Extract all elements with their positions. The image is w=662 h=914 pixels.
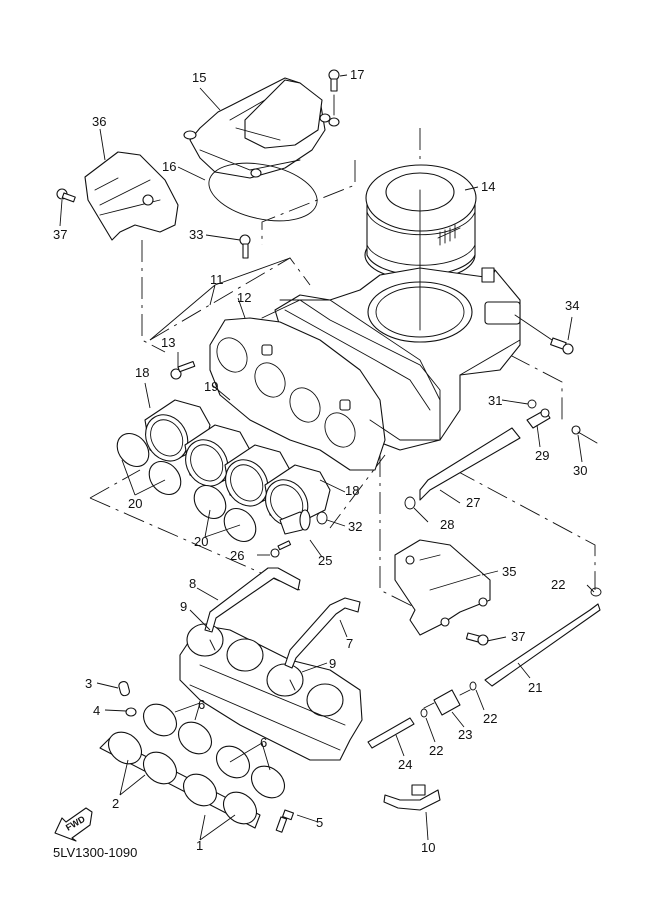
forward-direction-arrow: FWD <box>54 807 93 842</box>
hose-8[interactable] <box>204 567 301 633</box>
callout-13[interactable]: 13 <box>161 335 175 350</box>
callout-28[interactable]: 28 <box>440 517 454 532</box>
air-filter-case-cover[interactable] <box>183 77 331 179</box>
assembly-line-rivet <box>509 354 563 420</box>
bolt-34[interactable] <box>514 314 574 355</box>
bolt-5[interactable] <box>275 809 295 833</box>
callout-32[interactable]: 32 <box>348 519 362 534</box>
joint-plate[interactable] <box>209 317 386 471</box>
o-ring-32[interactable] <box>316 511 328 525</box>
callout-17[interactable]: 17 <box>350 67 364 82</box>
drain-fitting-29[interactable] <box>526 408 551 429</box>
leader-lines <box>59 74 595 841</box>
callout-19[interactable]: 19 <box>204 379 218 394</box>
callout-22-right[interactable]: 22 <box>483 711 497 726</box>
cover-screw[interactable] <box>328 69 340 127</box>
clip-4[interactable] <box>125 707 137 717</box>
hose-joint-10[interactable] <box>383 784 441 811</box>
hose-clamps-6[interactable] <box>137 698 291 805</box>
callout-5[interactable]: 5 <box>316 815 323 830</box>
callout-18-bottom[interactable]: 18 <box>345 483 359 498</box>
callout-29[interactable]: 29 <box>535 448 549 463</box>
callout-3[interactable]: 3 <box>85 676 92 691</box>
callout-6-right[interactable]: 6 <box>260 735 267 750</box>
hose-7[interactable] <box>284 597 361 669</box>
screw-13[interactable] <box>170 360 196 380</box>
callout-6-left[interactable]: 6 <box>198 697 205 712</box>
bolt-37-left[interactable] <box>56 188 76 203</box>
callout-20-top[interactable]: 20 <box>128 496 142 511</box>
callout-9-right[interactable]: 9 <box>329 656 336 671</box>
hose-21[interactable] <box>484 603 601 687</box>
callout-31[interactable]: 31 <box>488 393 502 408</box>
callout-21[interactable]: 21 <box>528 680 542 695</box>
clip-22-top[interactable] <box>590 587 602 597</box>
callout-14[interactable]: 14 <box>481 179 495 194</box>
callout-4[interactable]: 4 <box>93 703 100 718</box>
callout-26[interactable]: 26 <box>230 548 244 563</box>
assembly-line-bracket-right <box>379 455 421 611</box>
assembly-line-bracket-left <box>141 240 166 353</box>
callout-labels: 15 17 36 16 14 37 33 11 12 34 13 18 19 3… <box>53 67 587 855</box>
callout-12[interactable]: 12 <box>237 290 251 305</box>
callout-11[interactable]: 11 <box>210 272 224 287</box>
right-side-cover-bracket[interactable] <box>394 539 491 636</box>
screw-26[interactable] <box>270 540 292 558</box>
callout-22-top[interactable]: 22 <box>551 577 565 592</box>
hose-24[interactable] <box>367 717 415 749</box>
callout-16[interactable]: 16 <box>162 159 176 174</box>
callout-33[interactable]: 33 <box>189 227 203 242</box>
callout-23[interactable]: 23 <box>458 727 472 742</box>
clip-22-right[interactable] <box>469 681 477 691</box>
callout-24[interactable]: 24 <box>398 757 412 772</box>
callout-25[interactable]: 25 <box>318 553 332 568</box>
callout-8[interactable]: 8 <box>189 576 196 591</box>
callout-35[interactable]: 35 <box>502 564 516 579</box>
assembly-line-cover-to-case <box>261 160 356 245</box>
rivet-30[interactable] <box>571 425 598 444</box>
callout-36[interactable]: 36 <box>92 114 106 129</box>
fuel-filter-23[interactable] <box>423 689 471 716</box>
callout-30[interactable]: 30 <box>573 463 587 478</box>
clip-28[interactable] <box>404 496 416 510</box>
carburetor-joints[interactable] <box>99 726 263 831</box>
callout-2[interactable]: 2 <box>112 796 119 811</box>
callout-10[interactable]: 10 <box>421 840 435 855</box>
callout-22-left[interactable]: 22 <box>429 743 443 758</box>
callout-20-bottom[interactable]: 20 <box>194 534 208 549</box>
intake-joints[interactable] <box>137 399 331 534</box>
cover-seal[interactable] <box>204 154 323 230</box>
callout-37-right[interactable]: 37 <box>511 629 525 644</box>
callout-27[interactable]: 27 <box>466 495 480 510</box>
cap-3[interactable] <box>118 681 130 697</box>
drain-hose-27[interactable] <box>419 427 521 501</box>
washer-31[interactable] <box>527 399 537 409</box>
callout-9-left[interactable]: 9 <box>180 599 187 614</box>
figure-code: 5LV1300-1090 <box>53 845 137 860</box>
clip-22-left[interactable] <box>420 708 428 718</box>
joint-fitting-25[interactable] <box>279 509 311 535</box>
assembly-line-hose-right <box>454 469 596 590</box>
callout-37-left[interactable]: 37 <box>53 227 67 242</box>
gasket[interactable] <box>261 299 441 441</box>
screw-33[interactable] <box>239 234 251 259</box>
callout-15[interactable]: 15 <box>192 70 206 85</box>
left-side-cover-bracket[interactable] <box>84 151 179 241</box>
air-filter-element[interactable] <box>364 164 477 281</box>
carburetor-assembly[interactable] <box>179 623 363 761</box>
callout-1[interactable]: 1 <box>196 838 203 853</box>
bolt-37-right[interactable] <box>465 632 489 646</box>
callout-18-top[interactable]: 18 <box>135 365 149 380</box>
callout-7[interactable]: 7 <box>346 636 353 651</box>
callout-34[interactable]: 34 <box>565 298 579 313</box>
